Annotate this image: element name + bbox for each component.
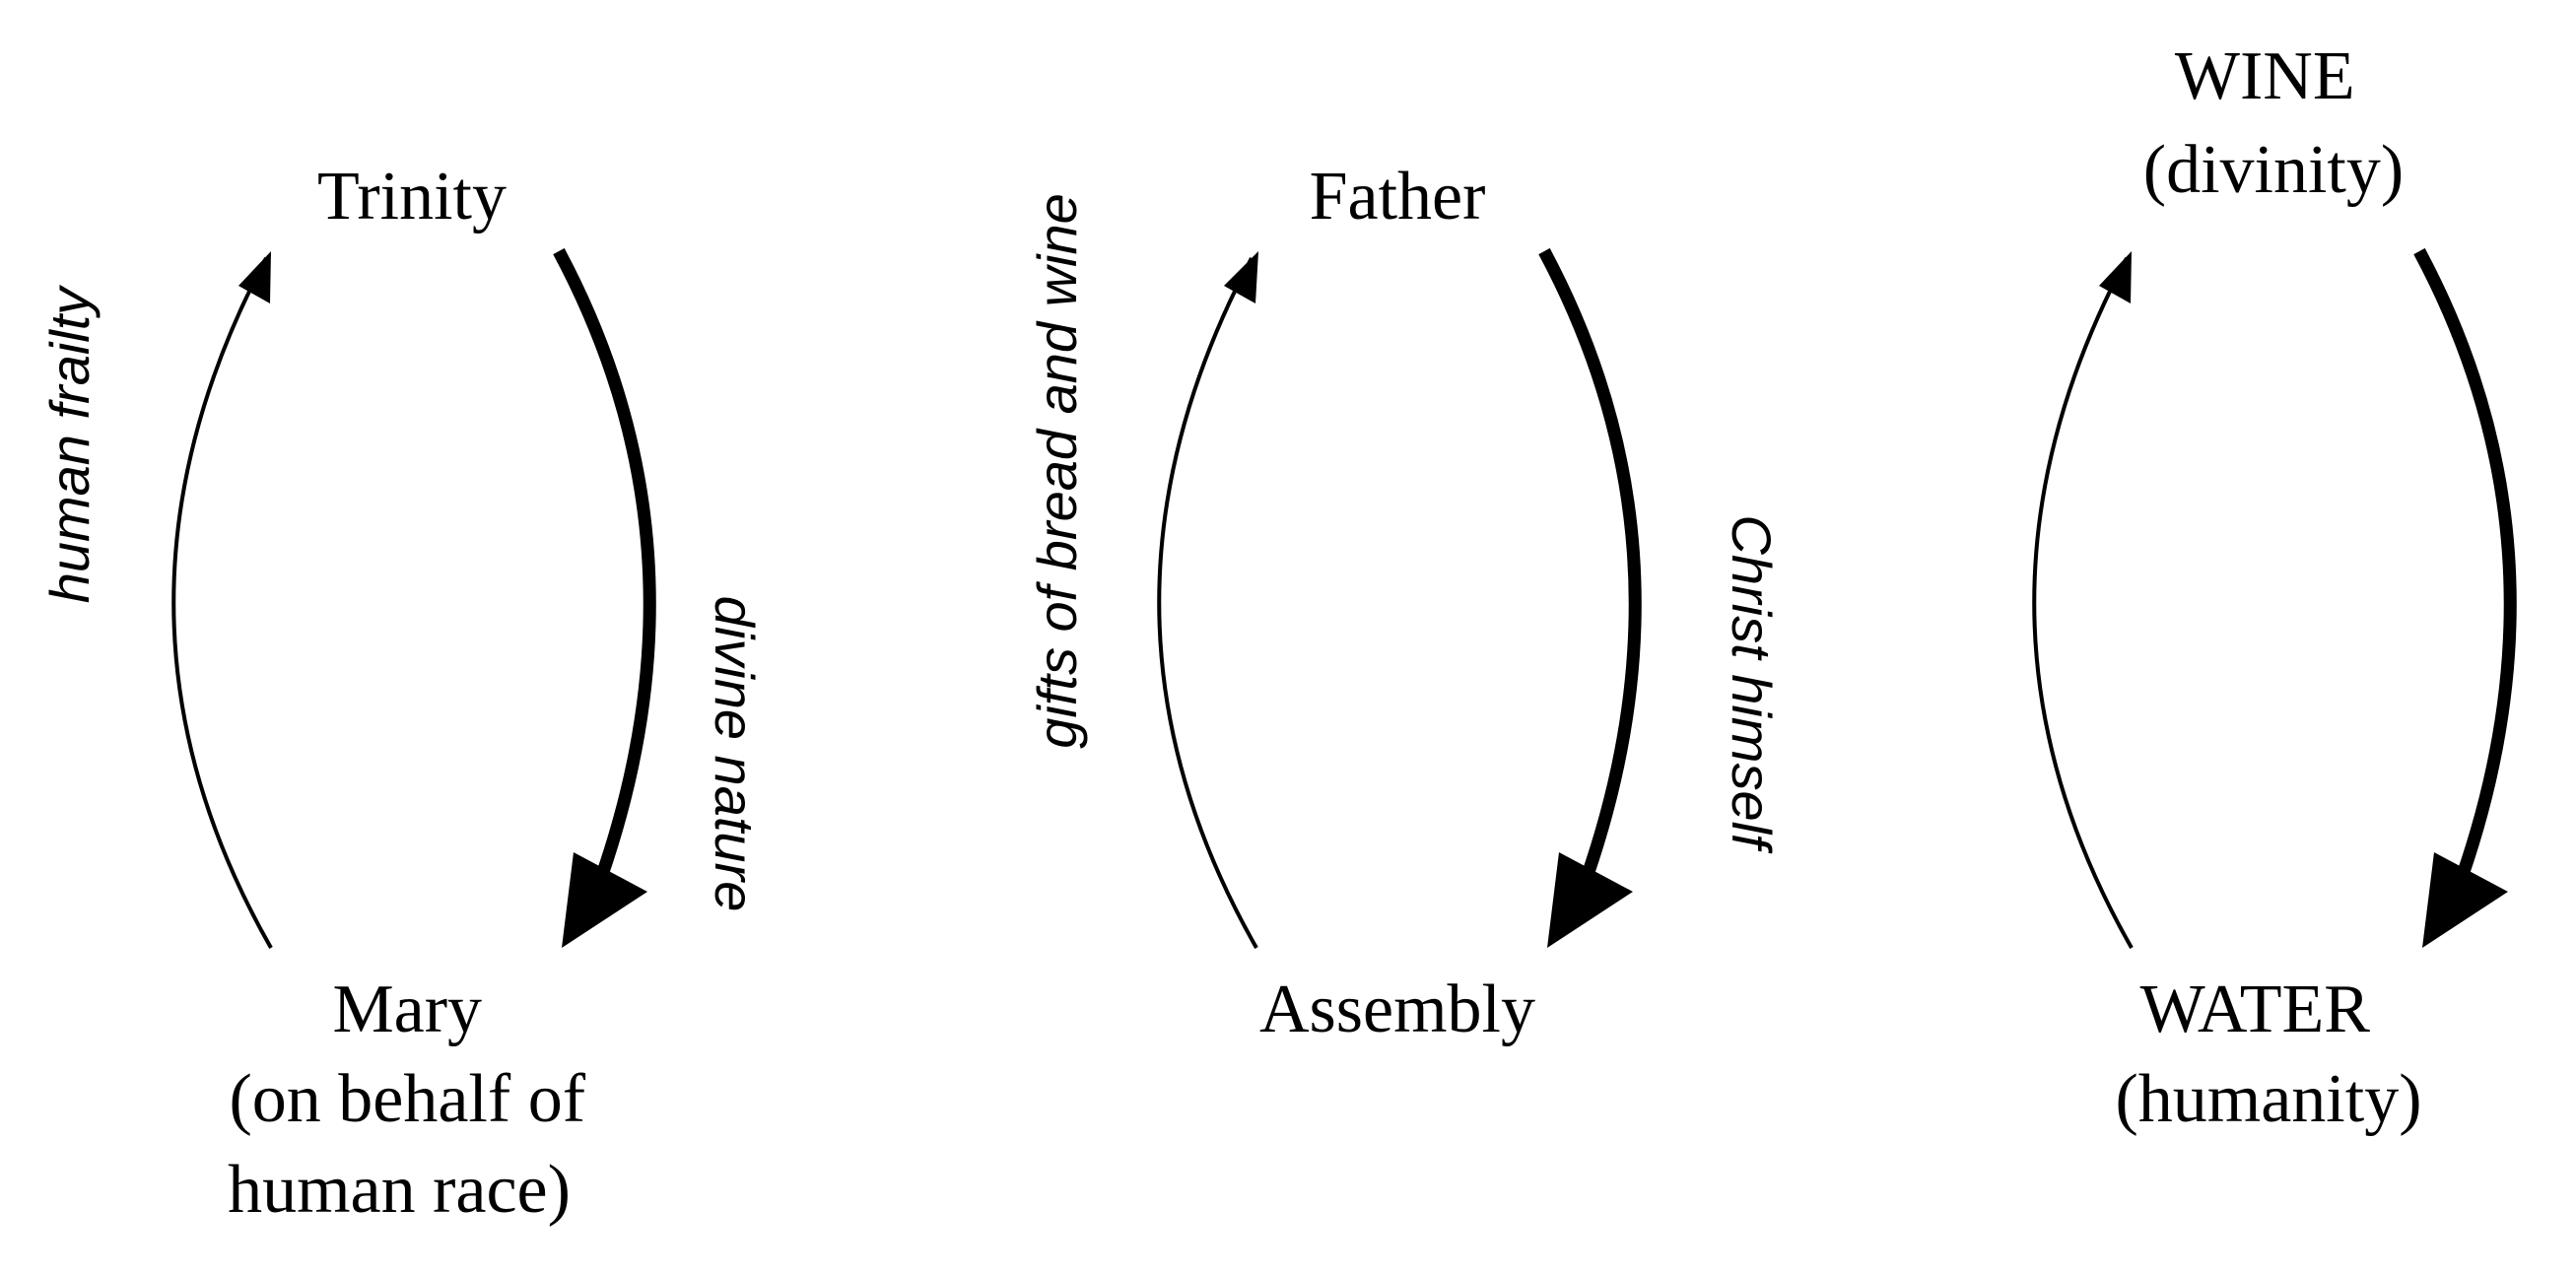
left-arrow-head bbox=[2099, 251, 2132, 303]
right-arrow-head bbox=[562, 852, 647, 948]
cycle-diagram-1: Trinity Mary (on behalf of human race) h… bbox=[38, 159, 766, 1228]
top-node-label: Father bbox=[1310, 159, 1486, 235]
right-arrow-head bbox=[2422, 852, 2508, 948]
left-edge-label: human frailty bbox=[38, 285, 101, 604]
cycle-diagram-2: Father Assembly gifts of bread and wine … bbox=[1026, 159, 1783, 1047]
right-arrow bbox=[2413, 247, 2517, 895]
right-arrow bbox=[1538, 247, 1642, 895]
left-arrow bbox=[2032, 257, 2134, 949]
right-edge-label: Christ himself bbox=[1721, 514, 1783, 854]
cycle-diagram-3: WINE (divinity) WATER (humanity) bbox=[2032, 38, 2517, 1137]
right-arrow bbox=[553, 247, 656, 895]
left-arrow-head bbox=[238, 251, 271, 303]
top-node-label: Trinity bbox=[317, 159, 507, 235]
top-node-label: WINE (divinity) bbox=[2143, 38, 2404, 208]
right-edge-label: divine nature bbox=[704, 596, 766, 912]
bottom-node-label: Mary (on behalf of human race) bbox=[228, 972, 602, 1228]
bottom-node-label: WATER (humanity) bbox=[2115, 972, 2421, 1137]
bottom-node-label: Assembly bbox=[1259, 972, 1535, 1047]
left-arrow bbox=[1157, 257, 1258, 949]
left-arrow bbox=[171, 257, 273, 949]
right-arrow-head bbox=[1547, 852, 1633, 948]
left-edge-label: gifts of bread and wine bbox=[1026, 193, 1088, 748]
left-arrow-head bbox=[1224, 251, 1258, 303]
